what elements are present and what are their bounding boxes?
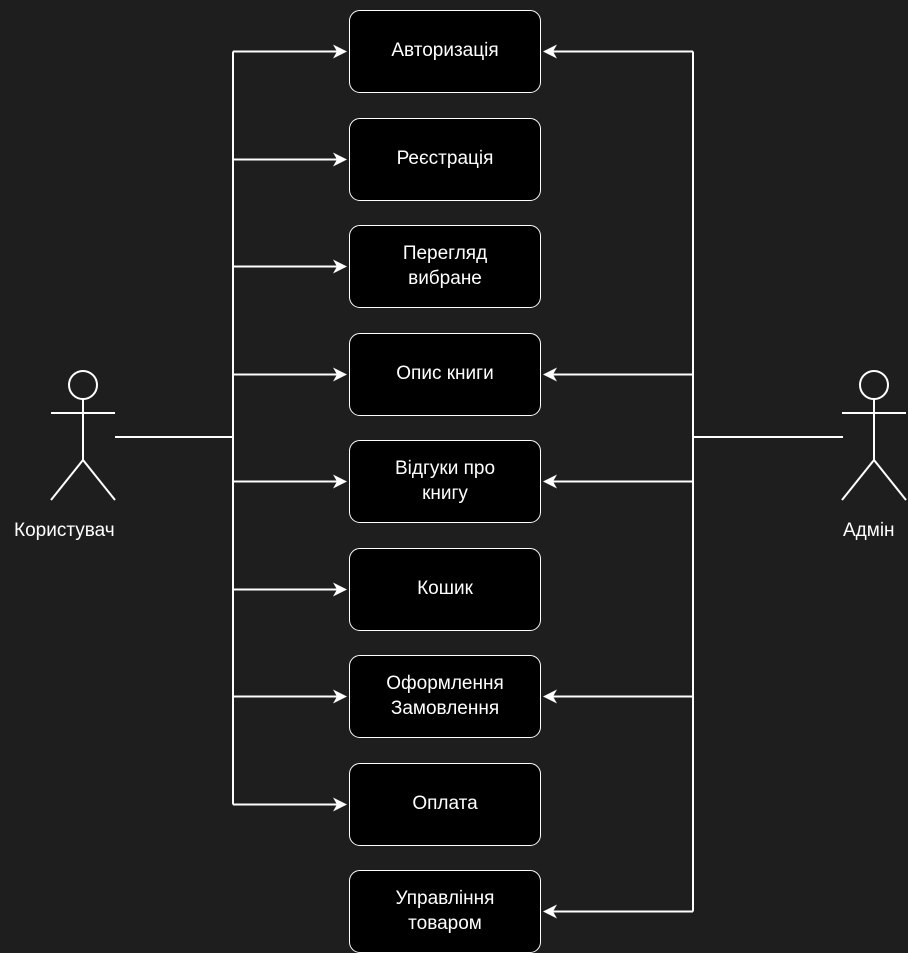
use-case-box[interactable]: Оплата [349, 763, 541, 846]
user-association-arrowhead [333, 689, 347, 704]
use-case-box[interactable]: Управління товаром [349, 870, 541, 953]
user-association-arrowhead [333, 582, 347, 597]
use-case-box[interactable]: Відгуки про книгу [349, 440, 541, 523]
admin-association-arrowhead [543, 367, 557, 382]
actor-user-head [68, 370, 98, 400]
use-case-box[interactable]: Авторизація [349, 10, 541, 93]
user-association-arrowhead [333, 152, 347, 167]
use-case-box[interactable]: Опис книги [349, 333, 541, 416]
use-case-box[interactable]: Перегляд вибране [349, 225, 541, 308]
user-association-arrowhead [333, 797, 347, 812]
actor-user-label: Користувач [14, 520, 115, 541]
use-case-box[interactable]: Реєстрація [349, 118, 541, 201]
admin-association-arrowhead [543, 44, 557, 59]
user-association-arrowhead [333, 474, 347, 489]
admin-association-arrowhead [543, 904, 557, 919]
use-case-box[interactable]: Оформлення Замовлення [349, 655, 541, 738]
actor-admin-right-leg [873, 459, 907, 501]
actor-user-left-leg [50, 459, 84, 501]
actor-admin-label: Адмін [843, 520, 895, 541]
actor-user-right-leg [82, 459, 116, 501]
user-association-arrowhead [333, 367, 347, 382]
admin-association-arrowhead [543, 689, 557, 704]
use-case-box[interactable]: Кошик [349, 548, 541, 631]
user-association-arrowhead [333, 259, 347, 274]
actor-admin-left-leg [841, 459, 875, 501]
admin-association-arrowhead [543, 474, 557, 489]
user-association-arrowhead [333, 44, 347, 59]
actor-admin-head [859, 370, 889, 400]
